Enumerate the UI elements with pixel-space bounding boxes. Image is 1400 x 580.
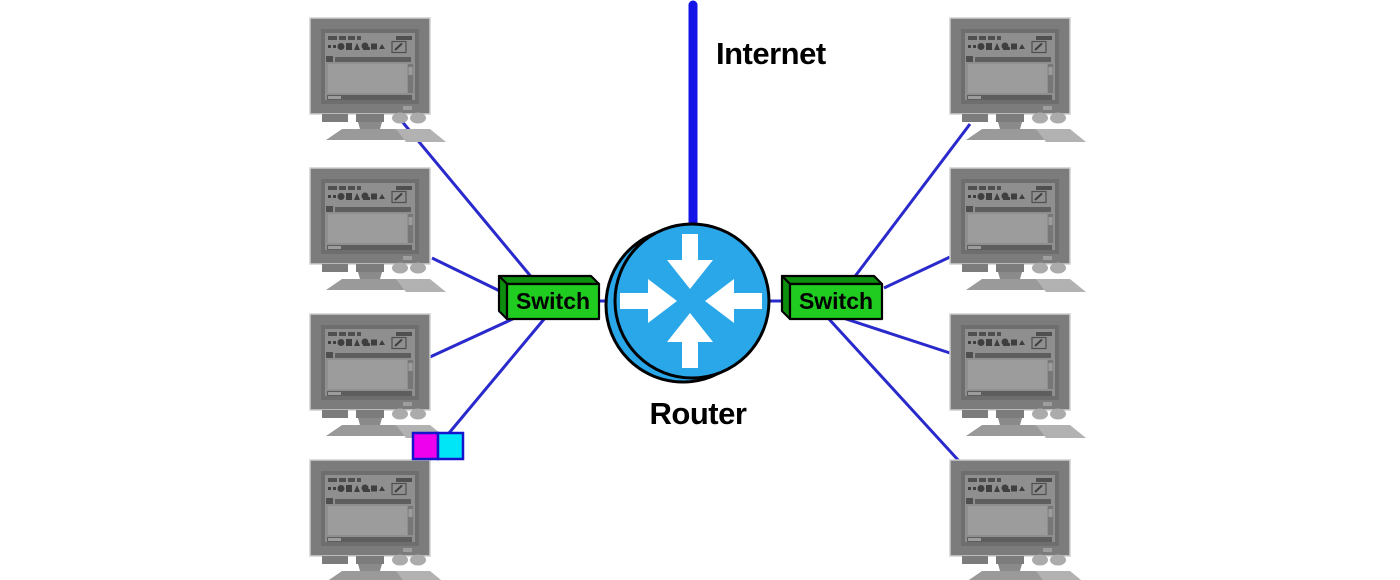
router-label: Router	[649, 396, 747, 431]
switch-left-side-bevel	[497, 274, 509, 321]
link-left-pc3-switch	[429, 315, 518, 359]
switch-left-label: Switch	[515, 288, 591, 314]
router-arrow-down	[667, 234, 713, 289]
switch-left-top-bevel	[497, 274, 601, 286]
nic-marker	[411, 431, 465, 461]
nic-marker-magenta	[411, 431, 440, 461]
router-arrow-left	[705, 279, 762, 323]
computer-left-3	[309, 313, 447, 439]
computer-left-4	[309, 459, 447, 580]
switch-right-side-bevel	[780, 274, 792, 321]
computer-left-2	[309, 167, 447, 293]
computer-right-3	[949, 313, 1087, 439]
internet-label: Internet	[716, 36, 826, 71]
router-arrow-right	[620, 279, 677, 323]
link-left-pc2-switch	[431, 256, 509, 297]
switch-left-box	[497, 274, 601, 321]
switch-left-face	[505, 282, 601, 321]
nic-marker-cyan	[436, 431, 465, 461]
router-circle	[613, 222, 771, 380]
computer-right-1	[949, 17, 1087, 143]
computer-right-2	[949, 167, 1087, 293]
router-symbol	[604, 222, 771, 384]
router-arrows	[620, 234, 762, 368]
computer-left-1	[309, 17, 447, 143]
link-right-pc3-switch	[842, 316, 954, 356]
switch-right-label: Switch	[798, 288, 874, 314]
switch-right-top-bevel	[780, 274, 884, 286]
router-arrow-up	[667, 313, 713, 368]
switch-right-face	[788, 282, 884, 321]
link-right-pc1-switch	[851, 123, 972, 280]
link-right-pc4-switch	[826, 316, 961, 463]
link-right-pc2-switch	[883, 255, 951, 290]
switch-right-box	[780, 274, 884, 321]
computer-right-4	[949, 459, 1087, 580]
